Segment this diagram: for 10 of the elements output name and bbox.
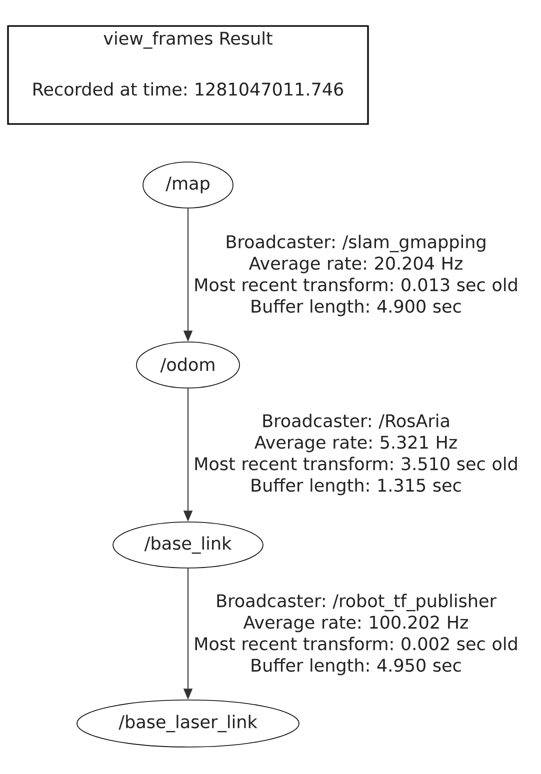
ellipse-node: /base_laser_link — [76, 700, 300, 748]
edge-label: Broadcaster: /slam_gmapping Average rate: 20.204 Hz Most recent transform: 0.013 sec old Buffer length: 4.900 sec — [195, 234, 517, 316]
edge-label: Broadcaster: /RosAria Average rate: 5.321 Hz Most recent transform: 3.510 sec old Buffer length: 1.315 sec — [195, 414, 517, 496]
edge-label: Broadcaster: /robot_tf_publisher Average rate: 100.202 Hz Most recent transform: 0.002 sec old Buffer length: 4.950 sec — [195, 594, 517, 676]
box-title: view_frames Result — [104, 31, 272, 49]
ellipse-node: /odom — [136, 342, 240, 388]
ellipse-node: /map — [142, 162, 234, 208]
ellipse-node: /base_link — [112, 522, 264, 568]
info-box — [7, 25, 369, 125]
timestamp-text: Recorded at time: 1281047011.746 — [34, 82, 344, 96]
